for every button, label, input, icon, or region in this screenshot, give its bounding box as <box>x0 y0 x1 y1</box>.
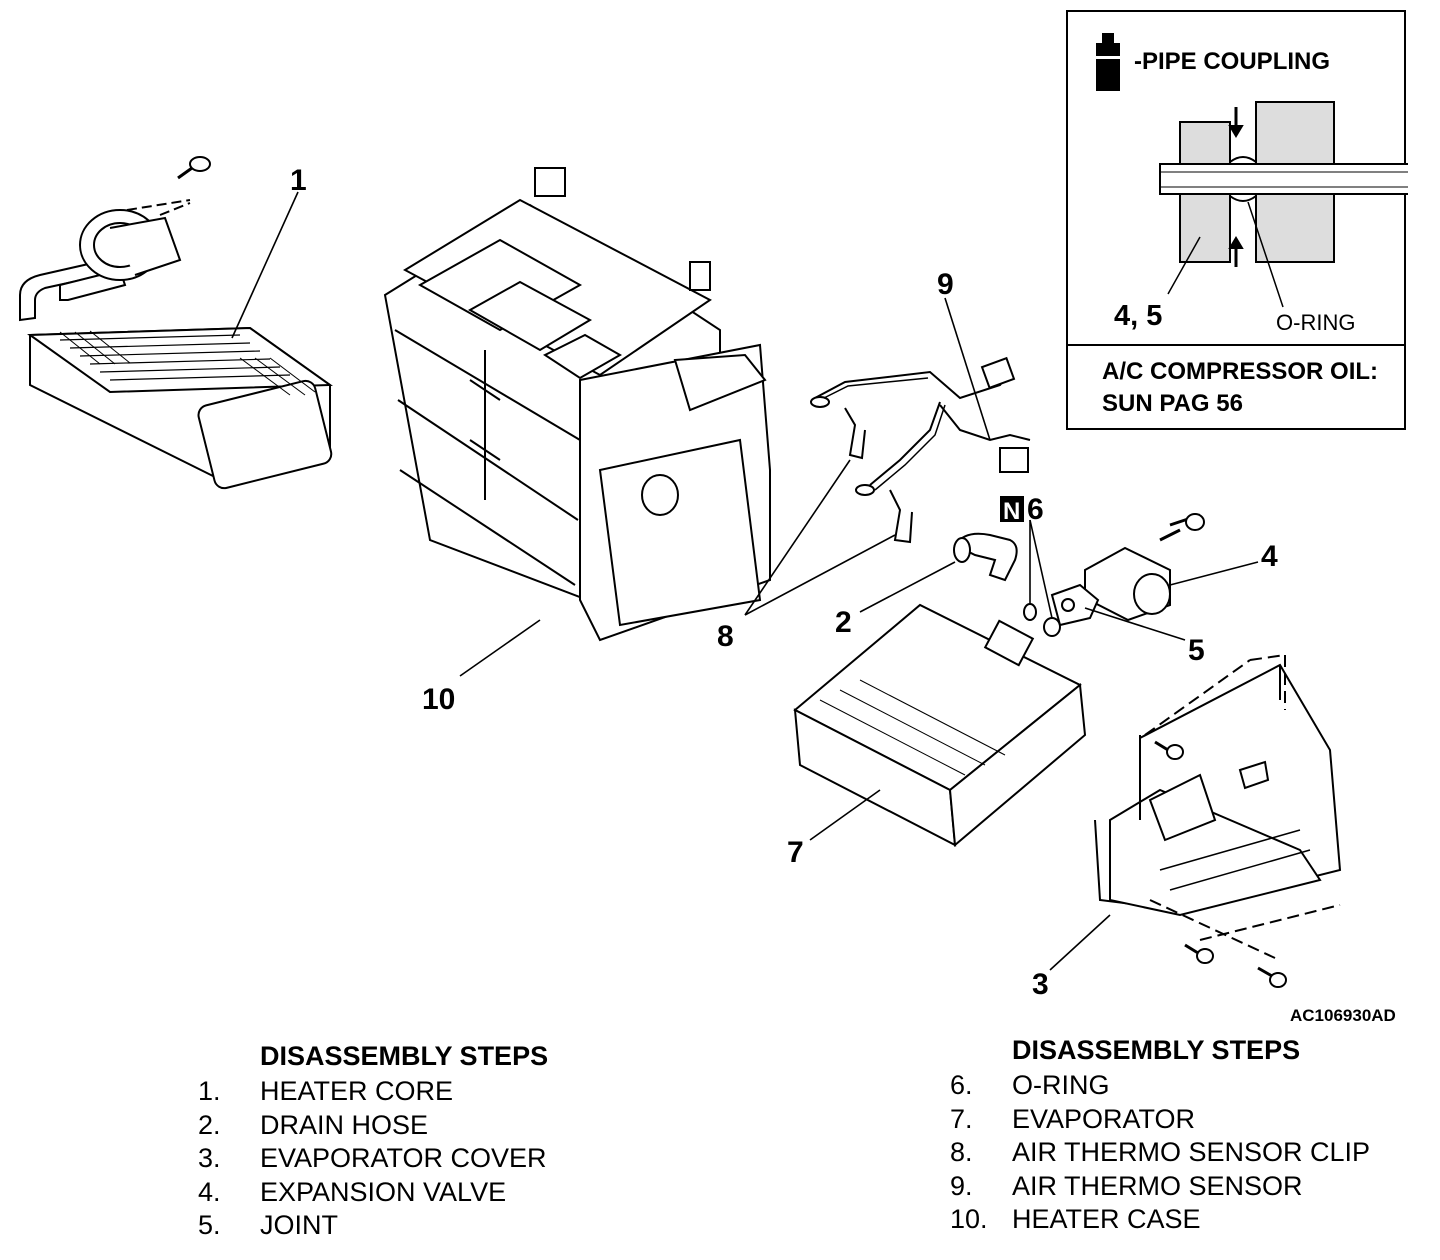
evaporator-cover-drawing <box>1094 654 1342 988</box>
callout-6-badge: N <box>1003 498 1020 525</box>
screw-icon <box>1154 740 1287 988</box>
callout-7: 7 <box>787 836 804 869</box>
pipe-coupling-label: -PIPE COUPLING <box>1134 48 1331 75</box>
disassembly-steps-right: DISASSEMBLY STEPS 6.O-RING 7.EVAPORATOR … <box>950 1034 1370 1237</box>
steps-heading: DISASSEMBLY STEPS <box>1012 1035 1301 1065</box>
callout-1: 1 <box>290 164 307 197</box>
step-row: 4. EXPANSION VALVE <box>198 1176 548 1210</box>
step-row: 8. AIR THERMO SENSOR CLIP <box>950 1136 1370 1170</box>
step-text: EVAPORATOR <box>1012 1103 1196 1134</box>
step-text: HEATER CASE <box>1012 1204 1201 1234</box>
step-text: HEATER CORE <box>260 1076 454 1106</box>
step-row: 2. DRAIN HOSE <box>198 1109 548 1143</box>
step-number: 2. <box>198 1109 221 1140</box>
step-number: 9. <box>950 1170 973 1201</box>
step-number: 10. <box>950 1204 988 1234</box>
step-number: 1. <box>198 1076 221 1106</box>
step-row: 10. HEATER CASE <box>950 1203 1370 1237</box>
n-badge-icon <box>1000 496 1024 522</box>
oil-line-1: A/C COMPRESSOR OIL: <box>1102 358 1379 385</box>
screw-icon <box>177 156 211 180</box>
step-number: 3. <box>198 1143 221 1173</box>
steps-heading: DISASSEMBLY STEPS <box>260 1041 549 1071</box>
leader-lines <box>231 191 1259 971</box>
step-row: 5. JOINT <box>198 1209 548 1243</box>
drain-hose-drawing <box>953 532 1018 582</box>
oil-line-2: SUN PAG 56 <box>1102 390 1243 417</box>
callout-10: 10 <box>422 683 455 716</box>
inset-divider <box>1068 344 1404 346</box>
step-number: 5. <box>198 1210 221 1240</box>
pipe-coupling-inset: -PIPE COUPLING 4, 5 O-RING A/C COMPRESSO… <box>1066 10 1408 430</box>
step-number: 4. <box>198 1176 221 1207</box>
step-number: 7. <box>950 1103 973 1134</box>
callout-6: 6 <box>1027 493 1044 526</box>
step-text: AIR THERMO SENSOR CLIP <box>1012 1137 1371 1167</box>
o-ring-label: O-RING <box>1276 310 1356 335</box>
step-row: 1. HEATER CORE <box>198 1075 548 1109</box>
step-row: 6. O-RING <box>950 1069 1370 1103</box>
part-ref-4-5: 4, 5 <box>1114 300 1163 332</box>
step-text: EVAPORATOR COVER <box>260 1143 547 1173</box>
step-text: DRAIN HOSE <box>260 1109 429 1140</box>
oil-can-icon <box>1094 33 1122 91</box>
callout-5: 5 <box>1188 634 1205 667</box>
callout-8: 8 <box>717 620 734 653</box>
callout-9: 9 <box>937 268 954 301</box>
expansion-valve-drawing <box>1050 513 1205 627</box>
callout-4: 4 <box>1261 540 1278 573</box>
step-row: 9. AIR THERMO SENSOR <box>950 1170 1370 1204</box>
compressor-oil-note: A/C COMPRESSOR OIL: SUN PAG 56 <box>1102 356 1378 420</box>
step-row: 3. EVAPORATOR COVER <box>198 1142 548 1176</box>
disassembly-steps-left: DISASSEMBLY STEPS 1. HEATER CORE 2. DRAIN … <box>198 1040 548 1243</box>
callout-2: 2 <box>835 606 852 639</box>
step-number: 8. <box>950 1137 973 1167</box>
air-thermo-sensor-drawing <box>810 356 1031 544</box>
step-text: EXPANSION VALVE <box>260 1176 507 1207</box>
heater-core-drawing <box>19 156 333 490</box>
heater-case-drawing <box>383 167 771 642</box>
callout-3: 3 <box>1032 968 1049 1001</box>
step-text: AIR THERMO SENSOR <box>1012 1170 1303 1201</box>
step-text: JOINT <box>260 1210 338 1240</box>
evaporator-drawing <box>793 603 1087 848</box>
coupling-cross-section <box>1159 101 1408 308</box>
step-number: 6. <box>950 1070 973 1100</box>
o-ring-drawing <box>1023 603 1061 637</box>
step-row: 7. EVAPORATOR <box>950 1103 1370 1137</box>
figure-id: AC106930AD <box>1290 1006 1396 1025</box>
step-text: O-RING <box>1012 1070 1110 1100</box>
